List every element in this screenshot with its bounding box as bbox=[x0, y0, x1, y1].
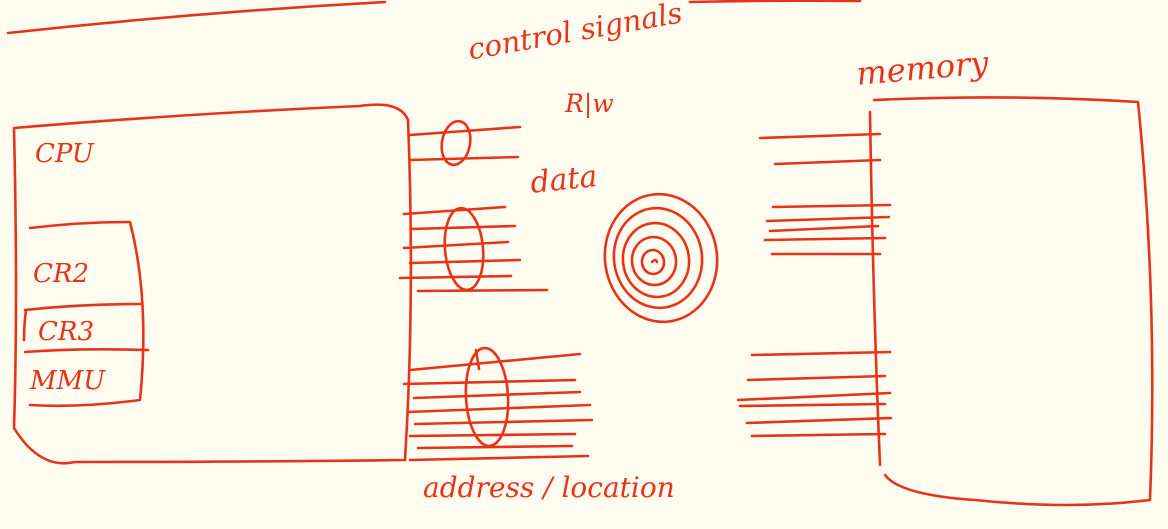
register-divider-2 bbox=[23, 348, 150, 354]
memory-address-lines bbox=[736, 350, 893, 438]
mmu-label: MMU bbox=[30, 366, 106, 396]
memory-control-lines bbox=[758, 132, 882, 166]
memory-left-edge bbox=[868, 110, 882, 467]
cpu-label: CPU bbox=[35, 139, 94, 169]
memory-box bbox=[872, 96, 1154, 507]
control-bus bbox=[408, 119, 522, 167]
data-bus bbox=[398, 205, 549, 293]
cpu-box bbox=[12, 103, 413, 465]
rw-label: R|w bbox=[565, 89, 614, 118]
cpu-side-tick bbox=[22, 308, 28, 342]
address-location-label: address / location bbox=[423, 471, 675, 504]
top-stroke-left bbox=[6, 0, 387, 35]
spiral-scribble bbox=[603, 192, 719, 324]
cr2-label: CR2 bbox=[33, 259, 90, 289]
register-stack bbox=[28, 220, 145, 408]
cr3-label: CR3 bbox=[38, 317, 95, 347]
register-divider-1 bbox=[23, 302, 142, 312]
top-stroke-right bbox=[688, 0, 862, 4]
data-label: data bbox=[528, 159, 600, 201]
address-bus bbox=[402, 346, 594, 462]
